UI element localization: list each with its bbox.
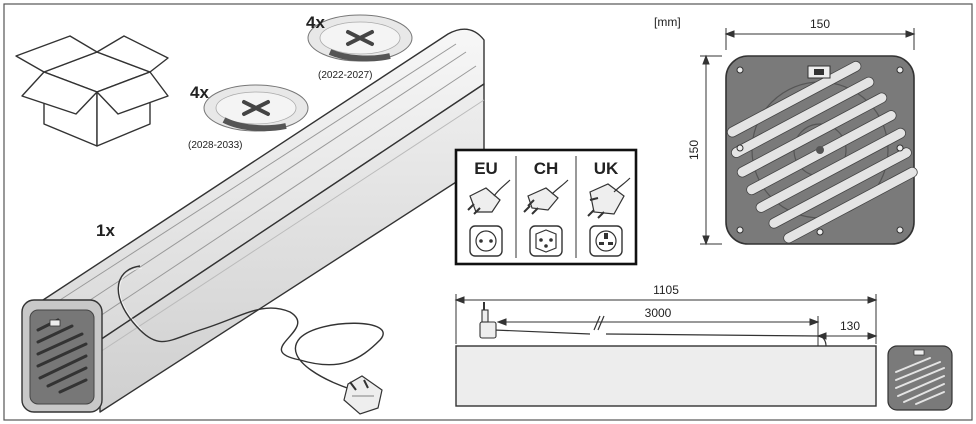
sticker-lower-icon xyxy=(203,84,309,132)
offset-dimension xyxy=(816,316,878,346)
length-value: 1105 xyxy=(653,283,679,297)
frame-border xyxy=(3,3,973,421)
socket-eu-icon xyxy=(469,225,503,257)
unit-qty: 1x xyxy=(96,221,115,240)
cable-dimension xyxy=(496,315,820,331)
socket-uk-icon xyxy=(589,225,623,257)
height-dimension xyxy=(700,54,722,246)
width-value: 150 xyxy=(810,17,830,31)
sticker-upper-period: (2022-2027) xyxy=(318,70,372,81)
height-value: 150 xyxy=(687,140,701,160)
sticker-upper-icon xyxy=(307,14,413,62)
power-cable xyxy=(117,265,384,393)
plug-label-ch: CH xyxy=(534,159,559,178)
plug-eu-icon xyxy=(467,179,511,215)
housing-end-grille xyxy=(21,299,103,413)
end-view-grille xyxy=(725,55,918,245)
plug-label-eu: EU xyxy=(474,159,498,178)
plug-uk-icon xyxy=(587,177,631,219)
housing-body xyxy=(39,28,485,413)
sticker-upper-qty: 4x xyxy=(306,13,325,32)
side-view-housing xyxy=(455,345,877,407)
plug-label-uk: UK xyxy=(594,159,619,178)
box-icon xyxy=(15,35,169,147)
side-view-cable xyxy=(493,329,827,347)
width-dimension xyxy=(724,28,916,50)
schuko-plug-icon xyxy=(343,375,383,415)
unit-label: [mm] xyxy=(654,15,681,29)
offset-value: 130 xyxy=(840,319,860,333)
socket-ch-icon xyxy=(529,225,563,257)
cable-value: 3000 xyxy=(645,306,672,320)
side-view-plug-icon xyxy=(479,302,497,339)
sticker-lower-period: (2028-2033) xyxy=(188,140,242,151)
small-end-view-grille xyxy=(887,345,953,411)
plug-ch-icon xyxy=(523,179,569,215)
sticker-lower-qty: 4x xyxy=(190,83,209,102)
